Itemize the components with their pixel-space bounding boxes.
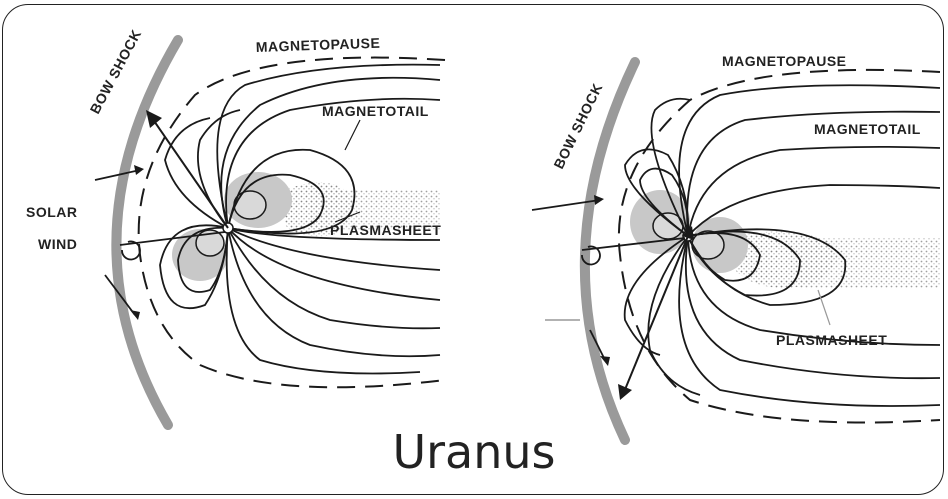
left-label-plasmasheet: PLASMASHEET [330,222,441,238]
left-label-magnetotail: MAGNETOTAIL [322,103,429,119]
left-label-magnetopause: MAGNETOPAUSE [256,35,381,55]
left-label-bow-shock: BOW SHOCK [87,27,145,117]
left-rotation-axis [152,118,228,228]
slide-caption: Uranus [0,426,948,478]
left-bow-shock [116,40,178,425]
right-label-plasmasheet: PLASMASHEET [776,332,887,348]
left-magnetosphere-panel: BOW SHOCK MAGNETOPAUSE MAGNETOTAIL SOLAR… [26,27,445,425]
right-label-magnetotail: MAGNETOTAIL [814,121,921,137]
left-label-solar: SOLAR [26,204,78,220]
right-magnetosphere-panel: BOW SHOCK MAGNETOPAUSE MAGNETOTAIL PLASM… [532,53,940,440]
left-label-wind: WIND [38,236,77,252]
right-label-magnetopause: MAGNETOPAUSE [722,53,847,69]
right-plasma-tail [800,238,940,288]
